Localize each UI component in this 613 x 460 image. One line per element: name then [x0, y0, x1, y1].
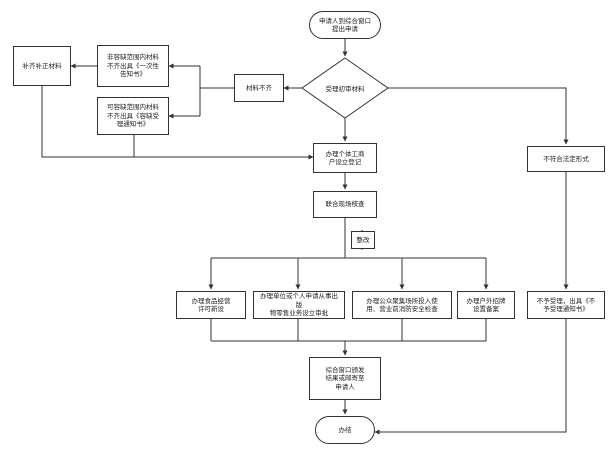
fire-safety-label: 办理公众聚集场所投入使 用、营业前消防安全检查 [366, 296, 438, 313]
illegal-label: 不符合法定形式 [543, 154, 589, 163]
incomplete-label: 材料不齐 [246, 83, 272, 92]
inspection-label: 联合现场核查 [325, 200, 365, 209]
supplement-label: 补齐补正材料 [22, 61, 62, 70]
signboard-label: 办理户外招牌 设置备案 [466, 296, 506, 313]
publication-node: 办理单位或个人申请从事出版 物零售业务设立审批 [253, 291, 345, 319]
review-label: 受理初审材料 [325, 85, 365, 93]
reject-label: 不予受理，出具《不 予受理通知书》 [536, 296, 596, 313]
edge-reject-end [374, 319, 567, 435]
inspection-node: 联合现场核查 [313, 191, 377, 218]
signboard-node: 办理户外招牌 设置备案 [457, 291, 515, 319]
rectify-node: 整改 [351, 231, 375, 249]
deliver-node: 综合窗口颁发 结果或邮寄至 申请人 [309, 357, 381, 400]
start-node: 申请人到综合窗口 提出申请 [309, 11, 381, 39]
deliver-label: 综合窗口颁发 结果或邮寄至 申请人 [325, 365, 365, 391]
correctable-label: 可容缺范围内材料 不齐出具《容缺受 理通知书》 [107, 103, 159, 129]
incomplete-node: 材料不齐 [234, 74, 284, 102]
edge-review-illegal [388, 87, 569, 145]
non-correctable-node: 非容缺范围内材料 不齐出具《一次性 告知书》 [97, 45, 169, 87]
end-label: 办结 [338, 425, 352, 434]
review-label-wrap: 受理初审材料 [302, 78, 388, 98]
illegal-node: 不符合法定形式 [527, 146, 605, 172]
reject-node: 不予受理，出具《不 予受理通知书》 [527, 291, 605, 319]
non-correctable-label: 非容缺范围内材料 不齐出具《一次性 告知书》 [107, 53, 159, 79]
correctable-node: 可容缺范围内材料 不齐出具《容缺受 理通知书》 [97, 97, 169, 135]
supplement-node: 补齐补正材料 [13, 46, 71, 86]
publication-label: 办理单位或个人申请从事出版 物零售业务设立审批 [260, 292, 338, 318]
food-license-node: 办理食品经营 许可新设 [176, 291, 246, 319]
end-node: 办结 [315, 416, 375, 444]
fire-safety-node: 办理公众聚集场所投入使 用、营业前消防安全检查 [352, 291, 452, 319]
food-license-label: 办理食品经营 许可新设 [191, 296, 231, 313]
registration-node: 办理个体工商 户设立登记 [313, 143, 377, 173]
rectify-label: 整改 [356, 235, 370, 244]
start-label: 申请人到综合窗口 提出申请 [319, 16, 371, 33]
registration-label: 办理个体工商 户设立登记 [325, 149, 365, 166]
